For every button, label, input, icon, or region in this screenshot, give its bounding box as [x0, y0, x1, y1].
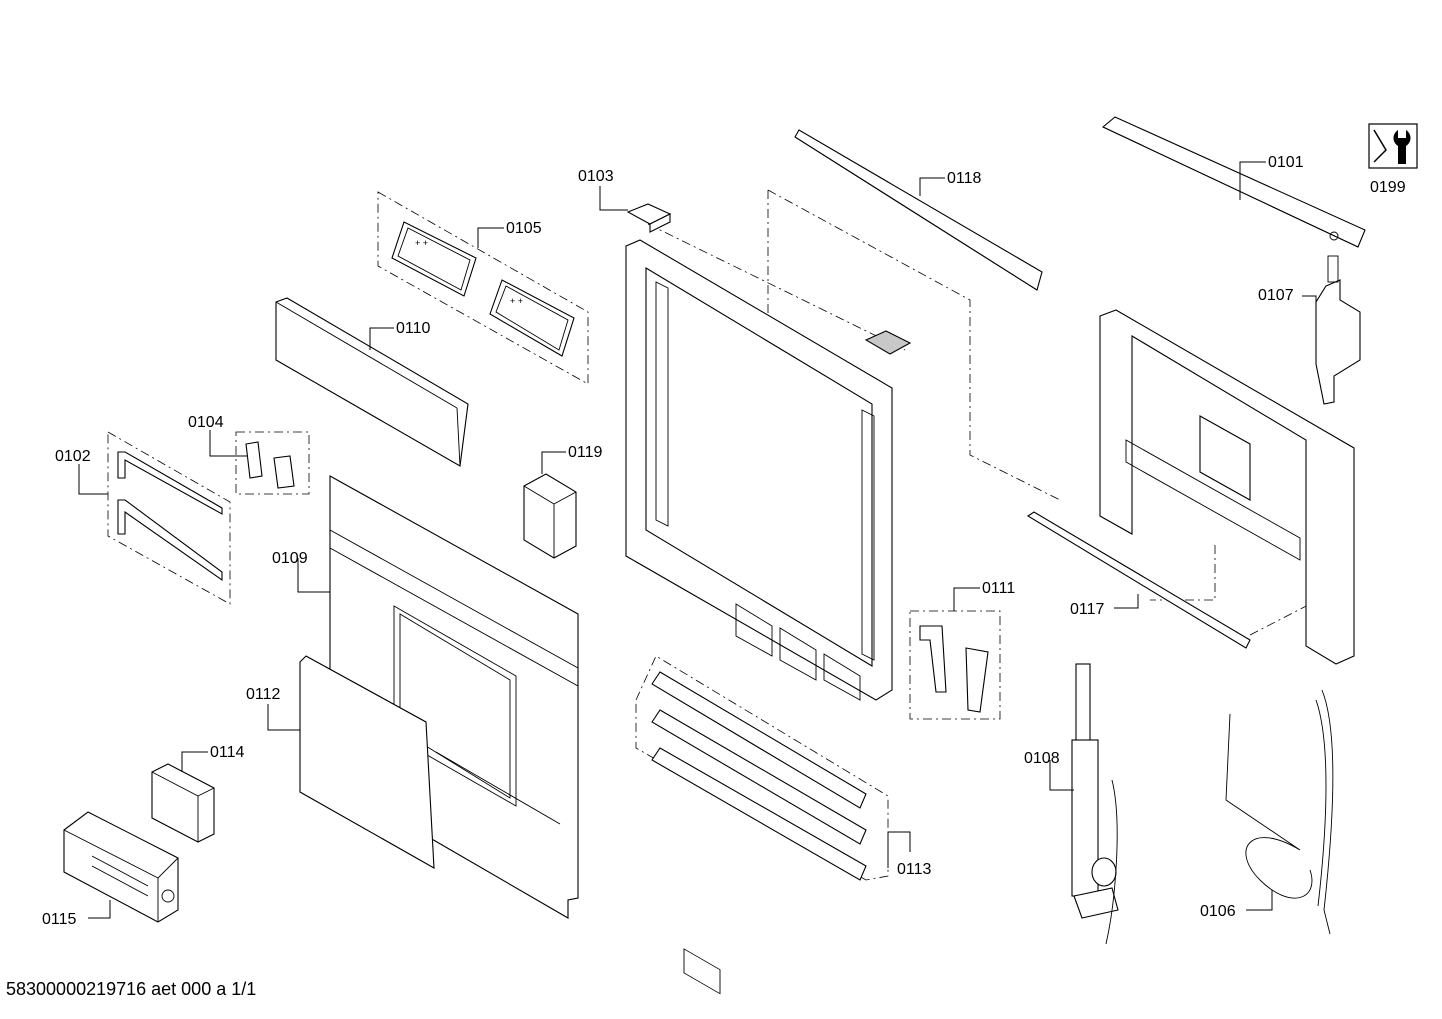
part-cap-pad [864, 330, 912, 355]
callout-0107: 0107 [1258, 287, 1294, 304]
document-code: 58300000219716 aet 000 a 1/1 [6, 979, 257, 999]
callout-0112: 0112 [246, 686, 281, 703]
part-0105-glass-frames: + + + + [391, 221, 575, 357]
callout-0118: 0118 [947, 170, 982, 187]
part-0106-cable-harness [1225, 689, 1334, 935]
part-0113-bars [651, 671, 867, 881]
part-right-frame [1099, 309, 1355, 665]
part-0119-box [523, 473, 577, 559]
part-0103-cap [626, 203, 672, 233]
part-0108-actuator [1071, 663, 1119, 945]
callout-0101: 0101 [1268, 154, 1304, 171]
callout-labels: 0101 0118 0103 0105 0107 0110 0104 0102 … [42, 154, 1406, 928]
part-0104-clips [245, 441, 295, 489]
callout-0114: 0114 [210, 744, 245, 761]
callout-0115: 0115 [42, 911, 77, 928]
callout-0113: 0113 [897, 861, 932, 878]
callout-0108: 0108 [1024, 750, 1060, 767]
callout-0109: 0109 [272, 550, 308, 567]
callout-0117: 0117 [1070, 601, 1105, 618]
svg-text:+ +: + + [415, 238, 428, 248]
part-0110-panel [275, 297, 469, 467]
part-0117-rail [1026, 511, 1251, 649]
callout-0106: 0106 [1200, 903, 1236, 920]
part-0102-rails [117, 451, 223, 582]
part-0112-inner-plate [299, 655, 435, 869]
callout-0102: 0102 [55, 448, 91, 465]
callout-0119: 0119 [568, 444, 603, 461]
part-0101-top-strip [1101, 116, 1366, 248]
callout-0103: 0103 [578, 168, 614, 185]
callout-0199: 0199 [1370, 179, 1406, 196]
part-0111-brackets [919, 625, 989, 713]
leader-lines [78, 161, 1317, 919]
wrench-service-icon [1368, 123, 1418, 169]
part-0115-power-unit [63, 811, 179, 923]
part-0107-hinge [1315, 255, 1361, 405]
part-main-frame [625, 239, 893, 995]
callout-0110: 0110 [396, 320, 431, 337]
svg-text:+ +: + + [510, 296, 523, 306]
callout-0104: 0104 [188, 414, 224, 431]
part-0114-module [151, 763, 215, 843]
part-0118-seal-strip [794, 129, 1043, 291]
callout-0105: 0105 [506, 220, 542, 237]
callout-0111: 0111 [982, 580, 1015, 597]
